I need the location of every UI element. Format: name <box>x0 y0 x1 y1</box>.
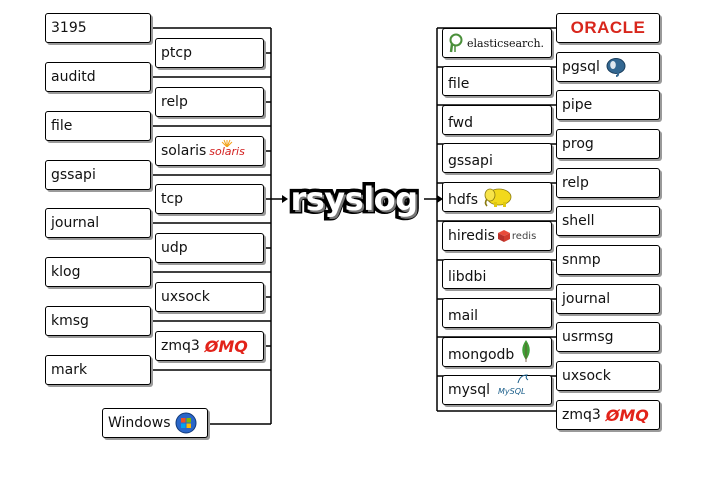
zeromq-logo-icon: ØMQ <box>605 405 649 425</box>
output-label: file <box>448 76 470 92</box>
output-label: shell <box>562 213 595 229</box>
output-mail: mail <box>442 298 552 328</box>
output-mongodb: mongodb <box>442 337 552 367</box>
output-oracle: ORACLE <box>556 13 660 43</box>
input-label: udp <box>161 240 188 256</box>
input-label: file <box>51 118 73 134</box>
mongodb-leaf-icon <box>522 340 531 362</box>
output-journal: journal <box>556 284 660 314</box>
output-gssapi: gssapi <box>442 143 552 173</box>
input-klog: klog <box>45 257 151 287</box>
input-label: mark <box>51 362 88 378</box>
input-journal: journal <box>45 208 151 238</box>
input-label: relp <box>161 94 188 110</box>
hadoop-elephant-icon <box>484 188 512 207</box>
output-pgsql: pgsql <box>556 52 660 82</box>
output-shell: shell <box>556 206 660 236</box>
input-relp: relp <box>155 87 264 117</box>
input-windows: Windows <box>102 408 208 438</box>
output-uxsock: uxsock <box>556 361 660 391</box>
output-snmp: snmp <box>556 245 660 275</box>
mysql-logo-text: MySQL <box>498 387 526 396</box>
output-label: usrmsg <box>562 329 614 345</box>
output-usrmsg: usrmsg <box>556 322 660 352</box>
output-label: mysql <box>448 382 490 398</box>
output-libdbi: libdbi <box>442 259 552 289</box>
input-label: auditd <box>51 69 96 85</box>
output-label: uxsock <box>562 368 611 384</box>
input-label: gssapi <box>51 167 96 183</box>
output-label: prog <box>562 136 594 152</box>
input-label: 3195 <box>51 20 87 36</box>
output-file: file <box>442 66 552 96</box>
input-label: Windows <box>108 415 171 431</box>
output-label: elasticsearch. <box>467 36 545 50</box>
input-ptcp: ptcp <box>155 38 264 68</box>
windows-logo-icon <box>175 412 196 434</box>
zeromq-logo-icon: ØMQ <box>204 336 248 356</box>
output-label: mongodb <box>448 347 515 363</box>
input-label: solaris <box>161 143 207 159</box>
input-label: zmq3 <box>161 338 200 354</box>
oracle-logo-text: ORACLE <box>570 18 646 37</box>
input-uxsock: uxsock <box>155 282 264 312</box>
output-label: journal <box>562 291 611 307</box>
output-label: hiredis <box>448 228 495 244</box>
output-elasticsearch: elasticsearch. <box>442 28 552 58</box>
output-label: snmp <box>562 252 601 268</box>
input-label: journal <box>51 215 100 231</box>
input-mark: mark <box>45 355 151 385</box>
output-mysql: mysql MySQL <box>442 374 552 405</box>
input-zmq3: zmq3 ØMQ <box>155 331 264 361</box>
output-label: fwd <box>448 115 474 131</box>
output-fwd: fwd <box>442 105 552 135</box>
output-label: hdfs <box>448 192 478 208</box>
input-label: tcp <box>161 191 184 207</box>
output-prog: prog <box>556 129 660 159</box>
input-kmsg: kmsg <box>45 306 151 336</box>
input-file: file <box>45 111 151 141</box>
input-label: klog <box>51 264 81 280</box>
input-label: ptcp <box>161 45 192 61</box>
input-solaris: solaris solaris <box>155 136 264 166</box>
output-label: pgsql <box>562 59 600 75</box>
redis-logo-text: redis <box>511 230 537 242</box>
input-gssapi: gssapi <box>45 160 151 190</box>
postgresql-elephant-icon <box>606 58 626 77</box>
solaris-sun-icon: solaris <box>209 139 245 158</box>
output-label: libdbi <box>448 269 487 285</box>
output-hiredis: hiredis redis <box>442 221 552 251</box>
input-auditd: auditd <box>45 62 151 92</box>
output-pipe: pipe <box>556 90 660 120</box>
output-hdfs: hdfs <box>442 182 552 212</box>
output-label: mail <box>448 308 478 324</box>
output-label: zmq3 <box>562 407 601 423</box>
output-label: pipe <box>562 97 593 113</box>
output-relp: relp <box>556 168 660 198</box>
rsyslog-core-label: rsyslog <box>287 178 422 221</box>
output-zmq3: zmq3 ØMQ <box>556 400 660 430</box>
input-label: kmsg <box>51 313 89 329</box>
input-udp: udp <box>155 233 264 263</box>
redis-cube-icon <box>497 230 510 242</box>
input-3195: 3195 <box>45 13 151 43</box>
elasticsearch-logo-icon <box>449 33 463 53</box>
output-label: relp <box>562 175 589 191</box>
solaris-logo-text: solaris <box>209 144 245 158</box>
mysql-dolphin-icon: MySQL <box>490 374 529 398</box>
input-tcp: tcp <box>155 184 264 214</box>
output-label: gssapi <box>448 153 493 169</box>
input-label: uxsock <box>161 289 210 305</box>
